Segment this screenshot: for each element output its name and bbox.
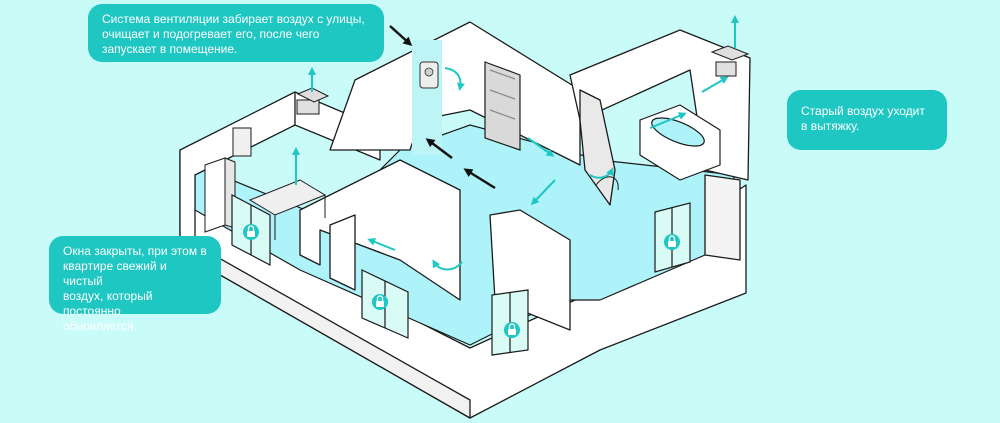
callout-closed-windows: Окна закрыты, при этом в квартире свежий… xyxy=(49,236,221,333)
callout-supply-line-1: Система вентиляции забирает воздух с ули… xyxy=(102,12,365,26)
interior-door xyxy=(484,61,521,151)
callout-windows-line-3: воздух, который постоянно xyxy=(63,289,153,318)
callout-windows-line-2: квартире свежий и чистый xyxy=(63,259,167,288)
intake-arrows xyxy=(389,25,496,190)
roof-vents xyxy=(296,45,750,103)
callout-exhaust-air: Старый воздух уходит в вытяжку. xyxy=(787,90,947,150)
desk xyxy=(248,179,327,240)
callout-supply-line-2: очищает и подогревает его, после чего xyxy=(102,27,320,41)
supply-duct xyxy=(412,40,442,155)
ventilation-unit-icon xyxy=(419,61,439,89)
lock-icon xyxy=(243,224,259,240)
callout-exhaust-line-1: Старый воздух уходит xyxy=(801,104,925,118)
exhaust-vent-icon xyxy=(296,61,737,115)
callout-windows-line-4: обновляется. xyxy=(63,319,137,333)
airflow-arrows xyxy=(292,15,739,271)
lock-icon xyxy=(504,322,520,338)
callout-supply-air: Система вентиляции забирает воздух с ули… xyxy=(88,4,384,62)
callout-exhaust-line-2: в вытяжку. xyxy=(801,119,860,133)
radiator-icon xyxy=(595,176,619,191)
lock-icon xyxy=(372,294,388,310)
lock-icon xyxy=(664,234,680,250)
callout-supply-line-3: запускает в помещение. xyxy=(102,42,238,56)
callout-windows-line-1: Окна закрыты, при этом в xyxy=(63,244,207,258)
